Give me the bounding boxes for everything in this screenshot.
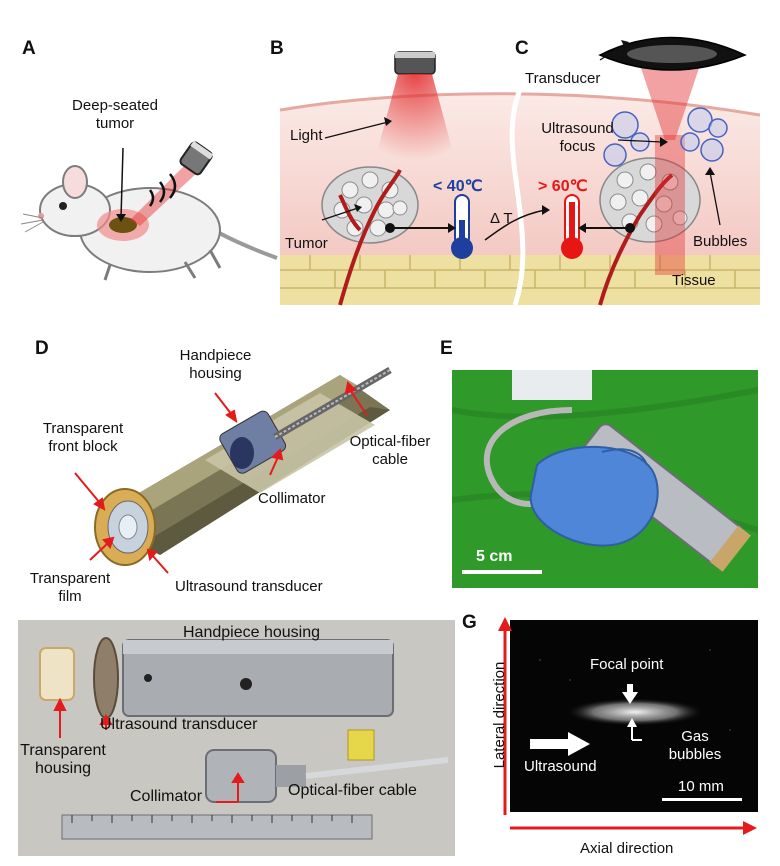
panel-e-photo: 5 cm — [452, 370, 758, 588]
panel-letter-a: A — [22, 38, 36, 59]
panel-d-device-illustration — [74, 366, 392, 574]
focus-label: Ultrasound focus — [530, 120, 625, 156]
gas-bubbles-line2: bubbles — [668, 746, 722, 763]
fiber-label-f: Optical-fiber cable — [288, 782, 417, 799]
axial-direction-arrow — [510, 821, 757, 835]
collimator-label-d: Collimator — [258, 490, 326, 507]
scale-bar-e — [462, 570, 542, 574]
bubbles-label: Bubbles — [693, 233, 748, 250]
front-block-label: Transparent front block — [28, 420, 138, 456]
tumor-label-a-line1: Deep-seated — [72, 97, 158, 114]
fiber-label-d-line2: cable — [372, 451, 408, 468]
transparent-housing-label: Transparent housing — [18, 742, 108, 778]
tumor-label-a: Deep-seated tumor — [60, 97, 170, 133]
gas-bubbles-label: Gas bubbles — [660, 728, 730, 764]
focal-point-label: Focal point — [590, 656, 664, 673]
film-label-line1: Transparent — [29, 570, 111, 587]
panel-g-ultrasound-art — [510, 620, 758, 812]
panel-g-ultrasound-image: Focal point Gas bubbles Ultrasound 10 mm — [510, 620, 758, 812]
transparent-housing-line1: Transparent — [20, 742, 106, 759]
handpiece-label-d: Handpiece housing — [168, 347, 263, 383]
lateral-direction-arrow — [498, 617, 512, 815]
temp-high-label: > 60℃ — [538, 178, 588, 195]
light-label: Light — [290, 127, 323, 144]
film-label-line2: film — [58, 588, 82, 605]
panel-letter-b: B — [270, 38, 284, 59]
axial-direction-label: Axial direction — [580, 840, 674, 857]
panel-letter-g: G — [462, 612, 477, 633]
film-label: Transparent film — [20, 570, 120, 606]
temp-low-label: < 40℃ — [433, 178, 483, 195]
panel-letter-e: E — [440, 338, 453, 359]
tumor-label-b: Tumor — [285, 235, 328, 252]
panel-f-arrows — [53, 697, 245, 803]
ultrasound-label-g: Ultrasound — [524, 758, 597, 775]
front-block-label-line1: Transparent — [42, 420, 124, 437]
panel-e-photo-art — [452, 370, 758, 588]
handpiece-label-d-line2: housing — [189, 365, 242, 382]
transducer-label-f: Ultrasound transducer — [100, 716, 258, 733]
handpiece-label-d-line1: Handpiece — [179, 347, 252, 364]
panel-letter-c: C — [515, 38, 529, 59]
transducer-label-c: Transducer — [525, 70, 601, 87]
fiber-label-d-line1: Optical-fiber — [349, 433, 431, 450]
delta-t-label: Δ T — [490, 210, 513, 227]
front-block-label-line2: front block — [48, 438, 118, 455]
panel-bc-tissue-diagram — [280, 36, 760, 306]
handpiece-label-f: Handpiece housing — [183, 624, 320, 641]
tissue-label: Tissue — [672, 272, 716, 289]
focus-label-line2: focus — [559, 138, 596, 155]
lateral-direction-label: Lateral direction — [491, 661, 508, 769]
focus-label-line1: Ultrasound — [541, 120, 614, 137]
panel-a-mouse-illustration — [20, 140, 278, 281]
collimator-label-f: Collimator — [130, 788, 203, 805]
fiber-label-d: Optical-fiber cable — [335, 433, 445, 469]
panel-f-photo: Handpiece housing Ultrasound transducer … — [18, 620, 455, 856]
tumor-label-a-line2: tumor — [95, 115, 135, 132]
panel-f-photo-art — [18, 620, 455, 856]
transducer-label-d: Ultrasound transducer — [175, 578, 323, 595]
panel-letter-d: D — [35, 338, 49, 359]
transparent-housing-line2: housing — [34, 760, 92, 777]
scale-label-g: 10 mm — [678, 778, 724, 795]
gas-bubbles-line1: Gas — [681, 728, 709, 745]
scale-label-e: 5 cm — [476, 548, 513, 565]
